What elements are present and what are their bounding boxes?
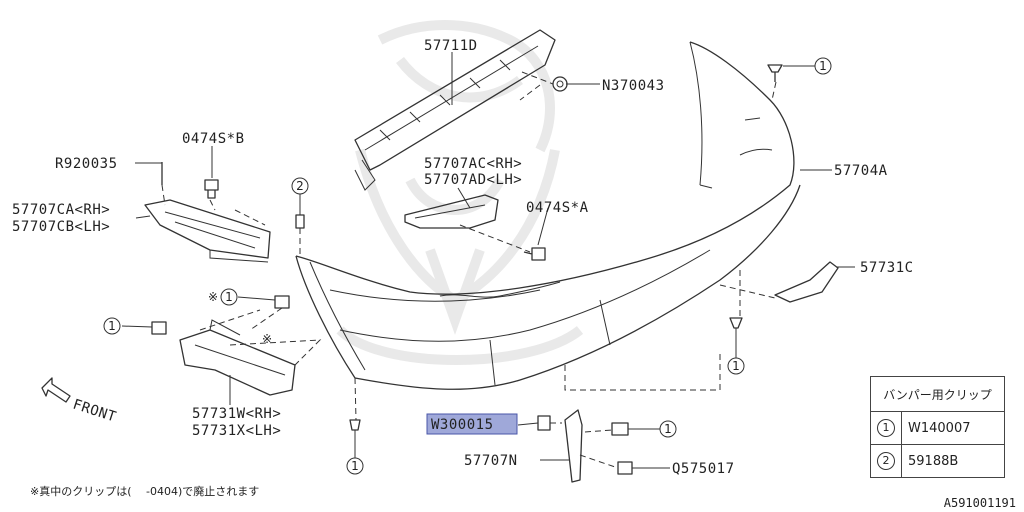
label-note-mark-1: ※: [208, 290, 218, 304]
label-57707cb: 57707CB<LH>: [12, 219, 110, 235]
bracket-57707n: [564, 409, 583, 483]
svg-text:1: 1: [664, 422, 672, 436]
clip-number: 2: [877, 452, 895, 470]
spacer-w300015: [537, 415, 551, 431]
label-57707ad: 57707AD<LH>: [424, 172, 522, 188]
part-labels: 57711D N370043 0474S*B R920035 57707CA<R…: [12, 38, 914, 477]
label-57707n: 57707N: [464, 453, 518, 469]
label-57711d: 57711D: [424, 38, 478, 54]
label-0474s-a: 0474S*A: [526, 200, 589, 216]
highlight-w300015: [426, 413, 518, 435]
label-w300015: W300015: [431, 417, 494, 433]
svg-text:1: 1: [225, 290, 233, 304]
label-57731x: 57731X<LH>: [192, 423, 281, 439]
label-57704a: 57704A: [834, 163, 888, 179]
assembly-lines: [161, 71, 777, 469]
callout-1-bottom-left: 1: [346, 457, 364, 475]
callout-1-right-lower: 1: [727, 357, 745, 375]
bracket-57707ca: [144, 199, 271, 263]
label-n370043: N370043: [602, 78, 665, 94]
leader-lines: [121, 52, 855, 469]
side-bracket-57731c: [774, 261, 839, 303]
svg-text:1: 1: [819, 59, 827, 73]
label-57731c: 57731C: [860, 260, 914, 276]
label-note-mark-2: ※: [262, 332, 272, 346]
diagram-id: A591001191: [943, 496, 1016, 510]
callout-markers: 1 2 1 1 1 1 1: [103, 57, 832, 475]
clip-part-number: 59188B: [901, 444, 1005, 478]
label-front: FRONT: [71, 397, 118, 426]
label-57707ac: 57707AC<RH>: [424, 156, 522, 172]
label-0474s-b: 0474S*B: [182, 131, 245, 147]
clip-number: 1: [877, 419, 895, 437]
label-r920035: R920035: [55, 156, 118, 172]
bracket-57707ac: [404, 194, 499, 229]
clip-table-row: 2 59188B: [870, 444, 1005, 478]
callout-1-left: 1: [103, 317, 121, 335]
footnote: ※真中のクリップは( -0404)で廃止されます: [30, 485, 260, 498]
callout-1-mark: 1: [220, 288, 238, 306]
callout-1-bottom-right: 1: [659, 420, 677, 438]
callout-1-top: 1: [814, 57, 832, 75]
bumper-clip-table: バンパー用クリップ 1 W140007 2 59188B: [870, 376, 1005, 478]
label-57731w: 57731W<RH>: [192, 406, 281, 422]
front-direction-arrow: [41, 377, 71, 403]
svg-text:1: 1: [732, 359, 740, 373]
label-q575017: Q575017: [672, 461, 735, 477]
fasteners: [151, 64, 783, 475]
svg-text:1: 1: [108, 319, 116, 333]
callout-2-center: 2: [291, 177, 309, 195]
bumper-cover-57704a: [295, 41, 801, 390]
clip-table-row: 1 W140007: [870, 411, 1005, 445]
side-bracket-57731w: [179, 319, 296, 396]
clip-table-header: バンパー用クリップ: [870, 376, 1005, 412]
svg-text:1: 1: [351, 459, 359, 473]
svg-text:2: 2: [296, 179, 304, 193]
clip-part-number: W140007: [901, 411, 1005, 445]
label-57707ca: 57707CA<RH>: [12, 202, 110, 218]
watermark-emblem: [336, 20, 584, 365]
